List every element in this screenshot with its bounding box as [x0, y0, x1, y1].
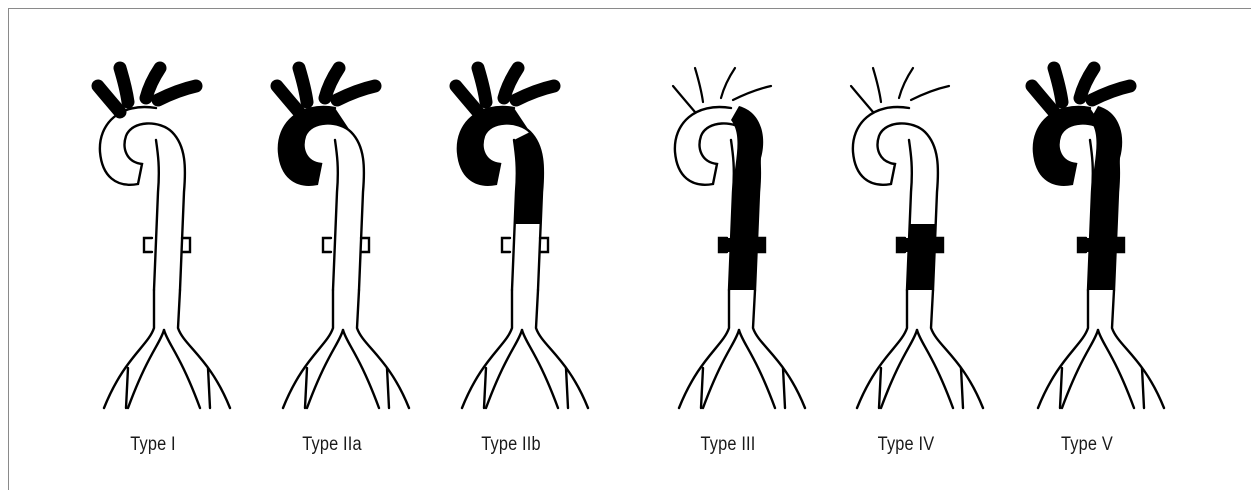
panel-type-3: Type III — [643, 28, 813, 468]
aorta-diagram-type-2a — [247, 28, 417, 428]
arch-branches — [98, 68, 196, 112]
iliac-branch — [679, 290, 729, 408]
arch-branch-vessel — [277, 86, 299, 112]
panel-type-4: Type IV — [821, 28, 991, 468]
panel-type-2b: Type IIb — [426, 28, 596, 468]
iliac-branch — [178, 290, 230, 408]
arch-branch-vessel — [721, 68, 735, 98]
arch-branch-vessel — [456, 86, 478, 112]
aorta-wall — [333, 140, 338, 290]
panel-caption: Type I — [80, 434, 226, 456]
iliac-branch — [484, 368, 486, 408]
iliac-branch — [536, 290, 588, 408]
iliac-branch — [208, 368, 210, 408]
arch-branch-vessel — [733, 86, 771, 100]
dissection-renal-segment — [719, 238, 765, 252]
aorta-diagram-type-5 — [1002, 28, 1172, 428]
arch-branches — [456, 68, 554, 112]
aorta-diagram-type-1 — [68, 28, 238, 428]
panel-type-1: Type I — [68, 28, 238, 468]
arch-branches — [1032, 68, 1130, 112]
iliac-branch — [357, 290, 409, 408]
iliac-branch — [783, 368, 785, 408]
frame-top-border — [8, 8, 1251, 9]
dissection-renal-segment — [897, 238, 943, 252]
panel-caption: Type IV — [833, 434, 979, 456]
iliac-branch — [879, 368, 881, 408]
iliac-branch — [1098, 330, 1134, 408]
panel-caption: Type III — [655, 434, 801, 456]
iliac-branch — [931, 290, 983, 408]
iliac-branch — [857, 290, 907, 408]
iliac-branch — [566, 368, 568, 408]
arch-branch-vessel — [1032, 86, 1054, 112]
arch-branches — [277, 68, 375, 112]
aorta-wall — [100, 107, 185, 290]
arch-branch-vessel — [1054, 68, 1062, 102]
arch-branch-vessel — [516, 86, 554, 100]
iliac-branch — [1038, 290, 1088, 408]
aorta-diagram-type-4 — [821, 28, 991, 428]
iliac-branch — [1060, 368, 1062, 408]
iliac-branch — [701, 368, 703, 408]
panel-caption: Type IIa — [259, 434, 405, 456]
arch-branch-vessel — [1092, 86, 1130, 100]
arch-branch-vessel — [120, 68, 128, 102]
panel-type-2a: Type IIa — [247, 28, 417, 468]
panel-caption: Type IIb — [438, 434, 584, 456]
arch-branch-vessel — [873, 68, 881, 102]
arch-branch-vessel — [478, 68, 486, 102]
panel-type-5: Type V — [1002, 28, 1172, 468]
iliac-branch — [462, 290, 512, 408]
panel-caption: Type V — [1014, 434, 1160, 456]
iliac-branch — [917, 330, 953, 408]
iliac-branch — [961, 368, 963, 408]
iliac-branch — [343, 330, 379, 408]
iliac-branch — [753, 290, 805, 408]
iliac-branch — [522, 330, 558, 408]
iliac-branch — [126, 368, 128, 408]
aorta-diagram-type-3 — [643, 28, 813, 428]
arch-branches — [851, 68, 949, 112]
arch-branch-vessel — [695, 68, 703, 102]
arch-branch-vessel — [158, 86, 196, 100]
dissection-descending-segment — [514, 132, 543, 224]
iliac-branch — [164, 330, 200, 408]
arch-branch-vessel — [899, 68, 913, 98]
arch-branch-vessel — [673, 86, 695, 112]
aorta-outline — [100, 107, 230, 408]
aorta-diagram-type-2b — [426, 28, 596, 428]
dissection-renal-segment — [1078, 238, 1124, 252]
arch-branch-vessel — [851, 86, 873, 112]
dissection-descending-segment — [1088, 106, 1122, 290]
frame-left-border — [8, 8, 9, 490]
iliac-branch — [739, 330, 775, 408]
aorta-wall — [154, 140, 159, 290]
dissection-descending-segment — [729, 106, 763, 290]
arch-branch-vessel — [299, 68, 307, 102]
iliac-branch — [387, 368, 389, 408]
arch-branches — [673, 68, 771, 112]
dissection-abdominal-segment — [907, 224, 935, 290]
iliac-branch — [283, 290, 333, 408]
arch-branch-vessel — [911, 86, 949, 100]
iliac-branch — [1142, 368, 1144, 408]
arch-branch-vessel — [337, 86, 375, 100]
iliac-branch — [104, 290, 154, 408]
arch-branch-vessel — [98, 86, 120, 112]
iliac-branch — [1112, 290, 1164, 408]
iliac-branch — [305, 368, 307, 408]
